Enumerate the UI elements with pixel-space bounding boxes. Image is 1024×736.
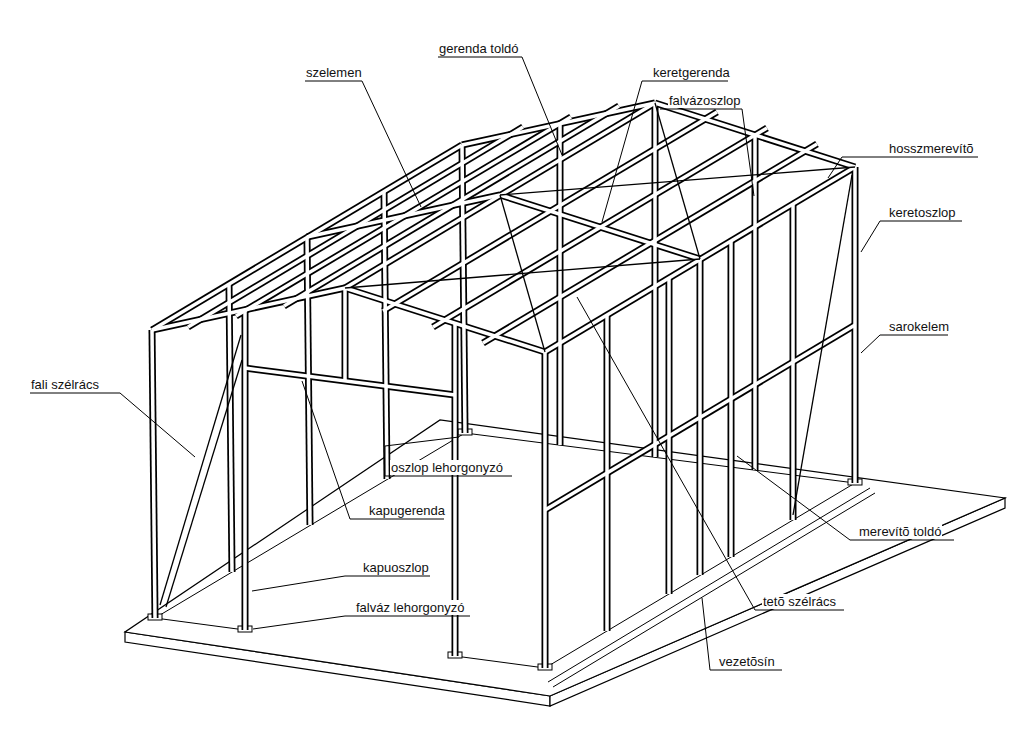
part-label: tetõ szélrács — [762, 594, 837, 609]
part-label: hosszmerevítõ — [888, 141, 975, 156]
leader-lines — [30, 57, 978, 670]
wind-bracing — [160, 103, 855, 607]
part-label: kapugerenda — [368, 503, 446, 518]
part-label: falváz lehorgonyzó — [355, 600, 465, 615]
part-label: kapuoszlop — [362, 560, 430, 575]
member-fill — [152, 103, 855, 668]
part-label: sarokelem — [888, 319, 950, 334]
part-label: gerenda toldó — [438, 41, 520, 56]
part-label: fali szélrács — [30, 377, 100, 392]
part-label: keretoszlop — [888, 205, 956, 220]
part-label: szelemen — [305, 65, 363, 80]
part-label: keretgerenda — [652, 65, 731, 80]
base-slab — [125, 420, 1005, 706]
guide-rail — [155, 433, 875, 687]
part-label: oszlop lehorgonyzó — [390, 460, 504, 475]
part-label: vezetõsín — [718, 654, 776, 669]
member-outline — [152, 103, 855, 668]
part-label: merevítõ toldó — [858, 524, 942, 539]
part-label: falvázoszlop — [668, 93, 742, 108]
